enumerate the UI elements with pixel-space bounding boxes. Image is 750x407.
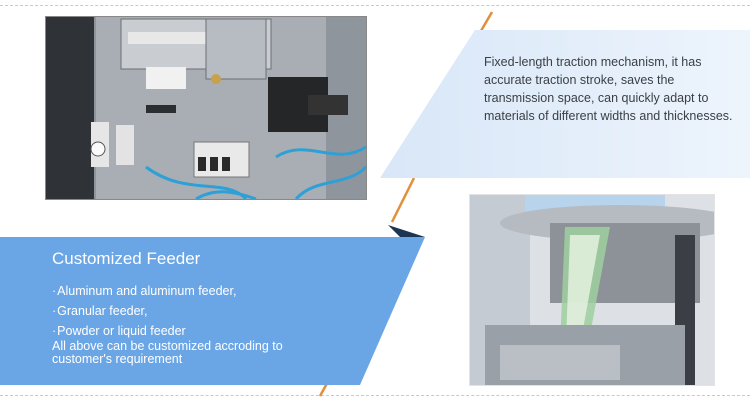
customized-feeder-title: Customized Feeder <box>52 249 201 268</box>
customized-feeder-panel <box>0 225 425 385</box>
feeder-type-list: ·Aluminum and aluminum feeder, ·Granular… <box>52 281 236 341</box>
feeder-photo <box>469 194 715 386</box>
traction-description-panel <box>380 30 750 178</box>
list-item: ·Aluminum and aluminum feeder, <box>52 281 236 301</box>
list-item-label: Powder or liquid feeder <box>57 324 186 338</box>
customization-note: All above can be customized accroding to… <box>52 339 283 366</box>
bullet-dot: · <box>52 324 57 338</box>
bottom-dashed-divider <box>0 395 750 396</box>
list-item-label: Aluminum and aluminum feeder, <box>57 284 237 298</box>
list-item: ·Granular feeder, <box>52 301 236 321</box>
accent-line-middle <box>390 177 416 223</box>
traction-mechanism-photo <box>45 16 367 200</box>
list-item: ·Powder or liquid feeder <box>52 321 236 341</box>
bullet-dot: · <box>52 304 57 318</box>
bullet-dot: · <box>52 284 57 298</box>
traction-description-text: Fixed-length traction mechanism, it has … <box>484 55 733 123</box>
list-item-label: Granular feeder, <box>57 304 148 318</box>
top-dashed-divider <box>0 5 750 6</box>
